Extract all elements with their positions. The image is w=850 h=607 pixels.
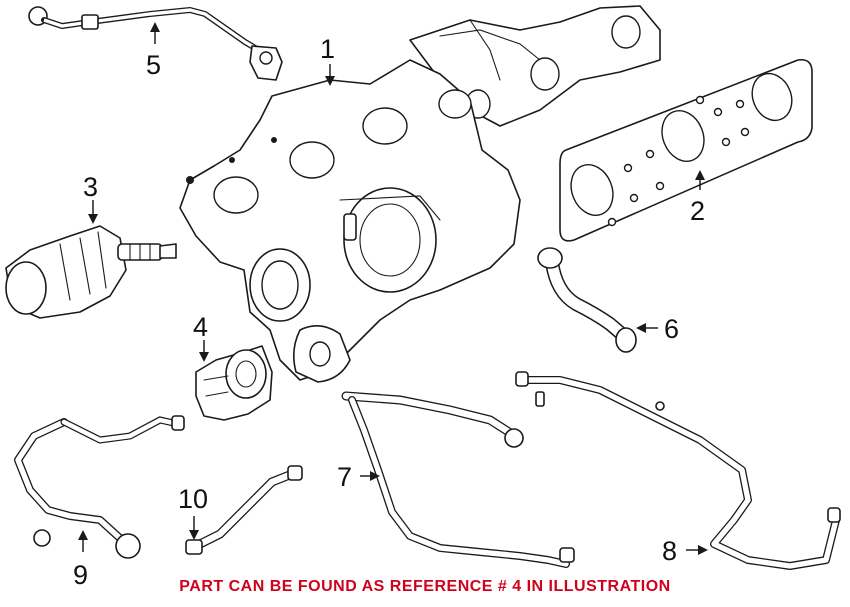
part-4-diverter-valve — [195, 345, 273, 421]
part-1-turbocharger-manifold — [179, 5, 661, 383]
callout-2: 2 — [690, 196, 705, 226]
part-9-oil-return-line — [14, 415, 185, 559]
callout-7: 7 — [337, 462, 352, 492]
part-8-return-line — [515, 371, 841, 570]
reference-caption: PART CAN BE FOUND AS REFERENCE # 4 IN IL… — [179, 578, 671, 595]
part-2-manifold-gasket — [559, 58, 813, 242]
leader-lines — [78, 22, 708, 555]
callout-10: 10 — [178, 484, 208, 514]
part-6-hose — [537, 247, 637, 353]
callout-9: 9 — [73, 560, 88, 590]
part-7-coolant-pipe — [341, 391, 575, 568]
callout-1: 1 — [320, 34, 335, 64]
callout-6: 6 — [664, 314, 679, 344]
callout-8: 8 — [662, 536, 677, 566]
part-5-oil-feed-line — [28, 6, 283, 81]
part-3-wastegate-actuator — [5, 225, 177, 319]
callout-4: 4 — [193, 312, 208, 342]
callout-3: 3 — [83, 172, 98, 202]
callout-5: 5 — [146, 50, 161, 80]
